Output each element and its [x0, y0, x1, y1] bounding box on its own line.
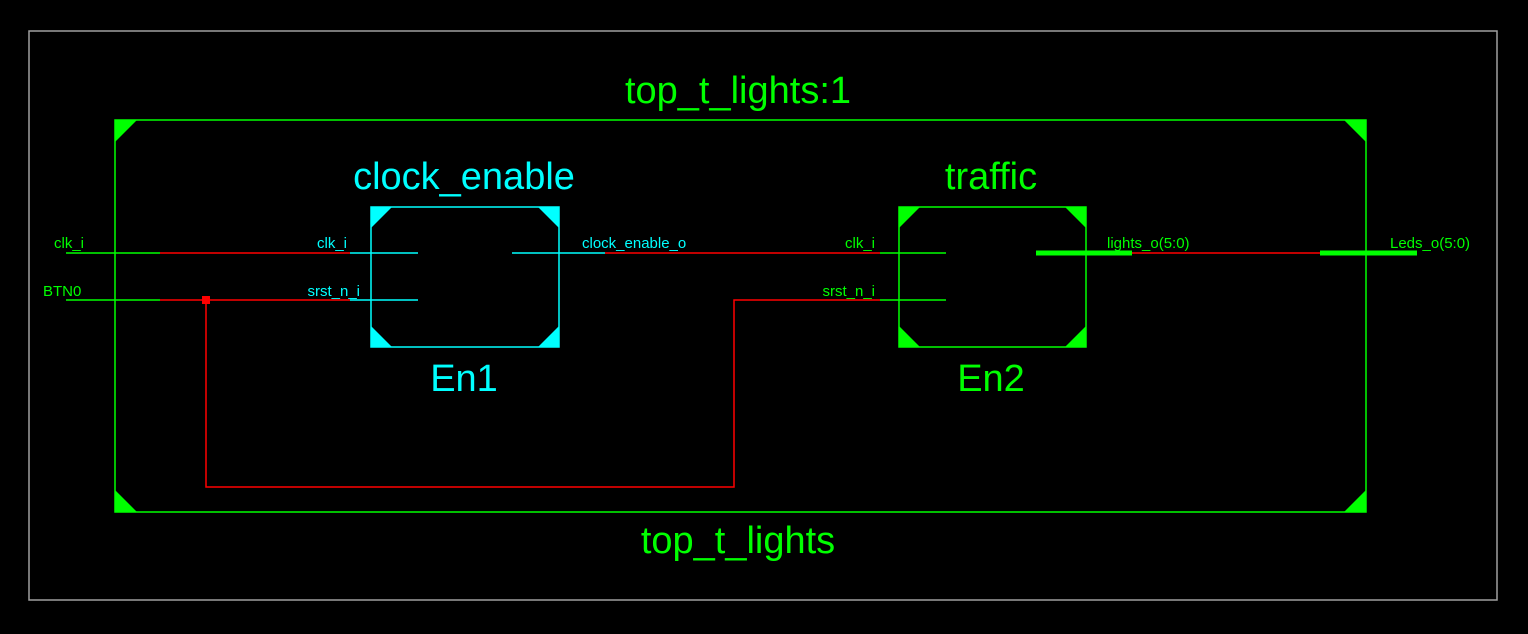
en2-corner-bl: [899, 326, 920, 347]
en1-corner-bl: [371, 326, 392, 347]
top-module-corner-bl: [115, 490, 137, 512]
top-module-box[interactable]: [114, 119, 1367, 513]
instance-en1[interactable]: clock_enable clk_i srst_n_i clock_enable…: [307, 156, 686, 400]
top-module-corner-tl: [115, 120, 137, 142]
port-btn0-label: BTN0: [43, 283, 81, 300]
top-module-corner-tr: [1344, 120, 1366, 142]
instance-en2-name-label: En2: [957, 358, 1025, 400]
net-rst-branch[interactable]: [205, 299, 880, 488]
instance-en2-box[interactable]: [898, 206, 1087, 348]
nets: [160, 252, 1320, 488]
instance-en1-box[interactable]: [370, 206, 560, 348]
top-instance-label: top_t_lights:1: [625, 70, 851, 112]
en2-pin-clk-label: clk_i: [845, 235, 875, 252]
instance-en1-cell-label: clock_enable: [353, 156, 575, 198]
net-junction: [202, 296, 210, 304]
port-leds-label: Leds_o(5:0): [1390, 235, 1470, 252]
en2-corner-tr: [1065, 207, 1086, 228]
top-module[interactable]: [114, 119, 1367, 513]
instance-en2-cell-label: traffic: [945, 156, 1037, 198]
en1-pin-clk-label: clk_i: [317, 235, 347, 252]
outer-frame: [28, 30, 1498, 601]
en1-corner-tl: [371, 207, 392, 228]
instance-en1-name-label: En1: [430, 358, 498, 400]
en2-corner-br: [1065, 326, 1086, 347]
en1-pin-out-label: clock_enable_o: [582, 235, 686, 252]
en1-corner-br: [538, 326, 559, 347]
en2-pin-out-label: lights_o(5:0): [1107, 235, 1190, 252]
en2-pin-rst-label: srst_n_i: [822, 283, 875, 300]
top-module-label: top_t_lights: [641, 520, 835, 562]
top-module-corner-br: [1344, 490, 1366, 512]
en1-pin-rst-label: srst_n_i: [307, 283, 360, 300]
instance-en2[interactable]: traffic clk_i srst_n_i lights_o(5:0) En2: [822, 156, 1189, 400]
en2-corner-tl: [899, 207, 920, 228]
en1-corner-tr: [538, 207, 559, 228]
port-clk-label: clk_i: [54, 235, 84, 252]
